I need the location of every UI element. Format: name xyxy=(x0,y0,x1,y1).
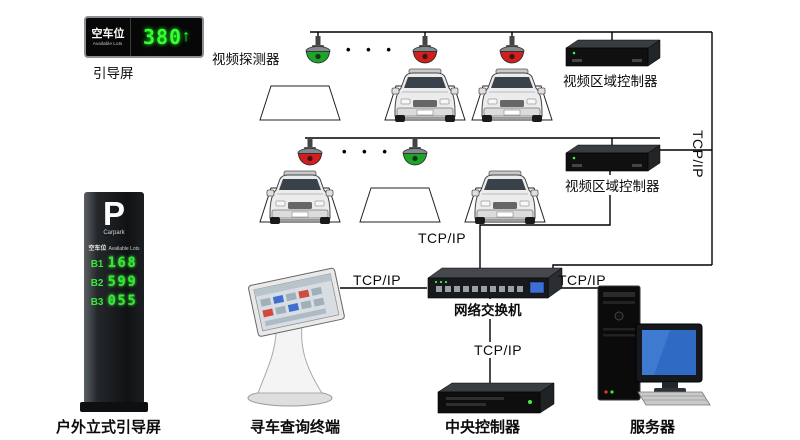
tcpip-label-right-trunk: TCP/IP xyxy=(690,130,706,179)
tcpip-label-server-link: TCP/IP xyxy=(558,272,607,288)
outdoor-pillar-display: P Carpark 空车位 Available Lots B1 168 B2 5… xyxy=(84,192,144,404)
video-area-controller-2-label: 视频区域控制器 xyxy=(563,175,662,195)
video-detector-label: 视频探测器 xyxy=(212,52,280,67)
connection-lines xyxy=(305,31,713,384)
pillar-available-zh: 空车位 xyxy=(88,246,107,252)
pillar-level-name: B3 xyxy=(90,297,104,308)
sign-available-lots-en: Available Lots xyxy=(93,40,123,47)
network-switch-label: 网络交换机 xyxy=(452,299,524,319)
pillar-level-count: 599 xyxy=(107,274,138,290)
camera-red-icon xyxy=(297,137,323,166)
sign-count-panel: 380 ↑ xyxy=(131,18,202,56)
server-device xyxy=(597,285,711,406)
car-icon xyxy=(471,170,539,225)
car-icon xyxy=(391,68,459,123)
pillar-level-name: B2 xyxy=(90,278,104,289)
led-guidance-sign: 空车位 Available Lots 380 ↑ xyxy=(84,16,204,58)
pillar-level-count: 168 xyxy=(107,255,138,271)
camera-green-icon xyxy=(402,137,428,166)
sign-availability-panel: 空车位 Available Lots xyxy=(86,18,131,56)
video-area-controller-1-label: 视频区域控制器 xyxy=(563,74,658,89)
pillar-carpark-text: Carpark xyxy=(103,230,125,236)
pillar-availability-line: 空车位 Available Lots xyxy=(88,243,139,252)
network-switch-device xyxy=(427,267,563,299)
video-area-controller-1-device xyxy=(565,39,661,67)
sign-count-value: 380 xyxy=(142,25,183,49)
pillar-level-count: 055 xyxy=(107,293,138,309)
camera-green-icon xyxy=(305,35,331,64)
parking-space xyxy=(259,85,341,121)
pillar-level-row: B2 599 xyxy=(91,274,138,290)
sign-available-lots-zh: 空车位 xyxy=(91,27,125,40)
parking-space xyxy=(359,187,441,223)
outdoor-pillar-label: 户外立式引导屏 xyxy=(56,419,162,436)
car-icon xyxy=(478,68,546,123)
pillar-p-letter: P xyxy=(102,195,125,232)
server-label: 服务器 xyxy=(630,419,676,436)
ellipsis-dots: • • • xyxy=(346,42,397,57)
car-icon xyxy=(266,170,334,225)
tcpip-label-kiosk-link: TCP/IP xyxy=(353,272,402,288)
camera-red-icon xyxy=(412,35,438,64)
video-area-controller-2-device xyxy=(565,144,661,172)
sign-up-arrow-icon: ↑ xyxy=(182,28,191,45)
ellipsis-dots: • • • xyxy=(342,144,393,159)
sign-label: 引导屏 xyxy=(93,66,134,81)
pillar-level-row: B1 168 xyxy=(91,255,138,271)
camera-red-icon xyxy=(499,35,525,64)
tcpip-label-central-link: TCP/IP xyxy=(472,342,525,358)
pillar-level-name: B1 xyxy=(90,259,104,270)
pillar-base xyxy=(80,402,148,412)
tcpip-label-video-link: TCP/IP xyxy=(418,230,467,246)
central-controller-label: 中央控制器 xyxy=(445,419,521,436)
kiosk-label: 寻车查询终端 xyxy=(250,419,341,436)
pillar-level-row: B3 055 xyxy=(91,293,138,309)
central-controller-device xyxy=(437,382,555,414)
pillar-available-en: Available Lots xyxy=(108,246,140,252)
kiosk-device xyxy=(247,267,345,407)
